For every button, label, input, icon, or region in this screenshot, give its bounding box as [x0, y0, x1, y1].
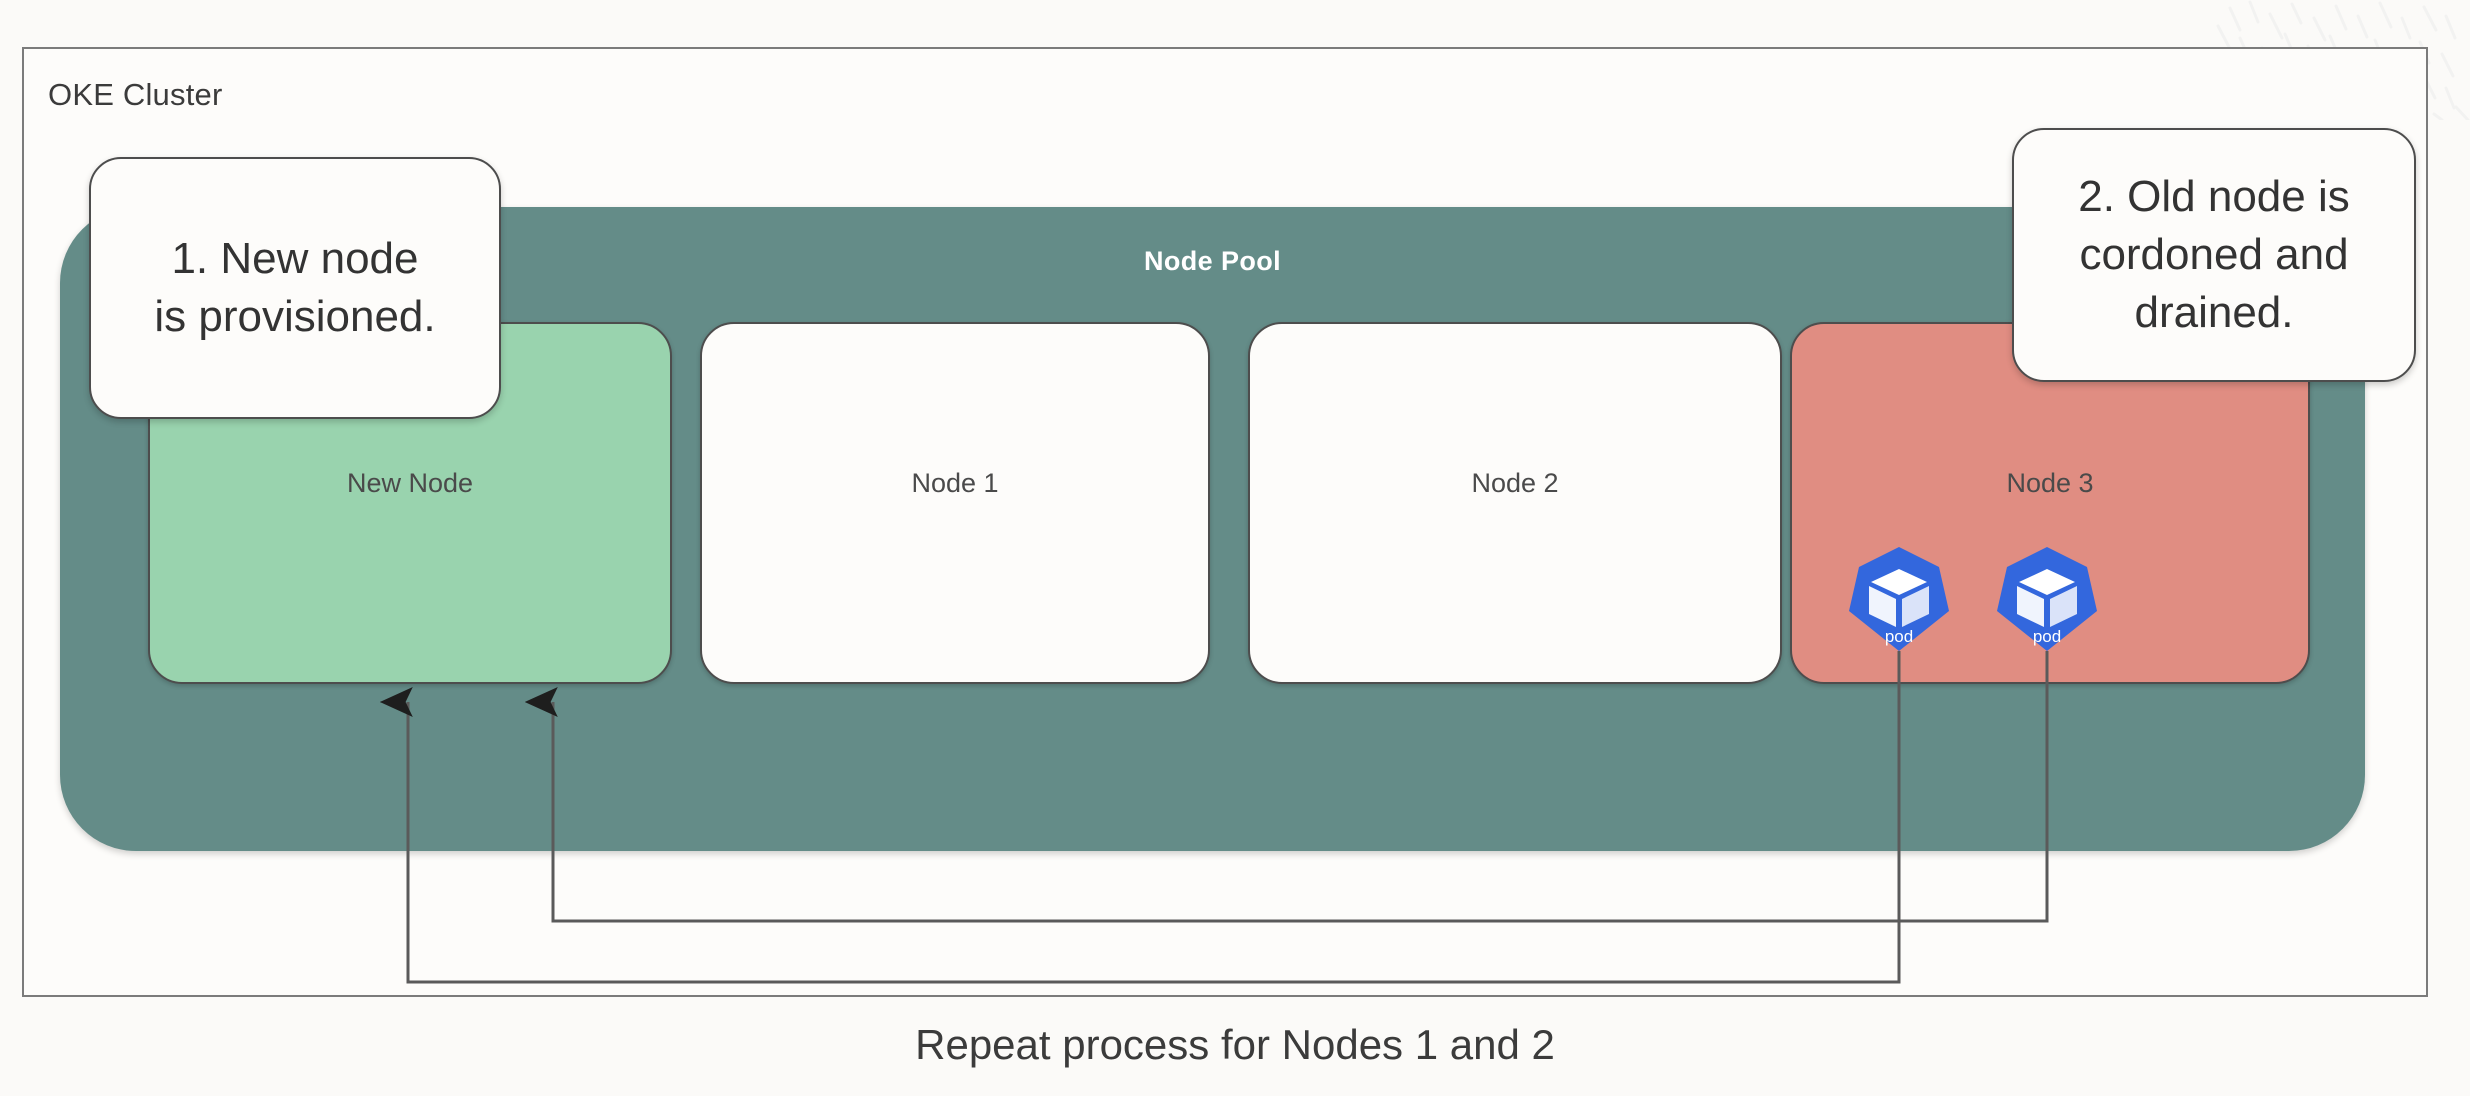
pod-label: pod — [2033, 627, 2061, 646]
callout-text: 1. New node is provisioned. — [154, 233, 436, 341]
node-label: Node 3 — [2006, 468, 2094, 498]
node-label: Node 2 — [1471, 468, 1559, 498]
node-label: New Node — [346, 468, 474, 498]
node-pool-label: Node Pool — [1143, 246, 1282, 276]
node-label: Node 1 — [911, 468, 999, 498]
callout-old-node-cordoned: 2. Old node is cordoned and drained. — [2012, 128, 2416, 382]
diagram-caption: Repeat process for Nodes 1 and 2 — [915, 1021, 1555, 1068]
node-2[interactable]: Node 2 — [1248, 322, 1782, 684]
pod-icon-2[interactable]: pod — [1993, 545, 2101, 653]
callout-text: 2. Old node is cordoned and drained. — [2078, 171, 2350, 338]
pod-icon-1[interactable]: pod — [1845, 545, 1953, 653]
pod-label: pod — [1885, 627, 1913, 646]
cluster-title: OKE Cluster — [48, 77, 223, 112]
callout-new-node-provisioned: 1. New node is provisioned. — [89, 157, 501, 419]
node-1[interactable]: Node 1 — [700, 322, 1210, 684]
